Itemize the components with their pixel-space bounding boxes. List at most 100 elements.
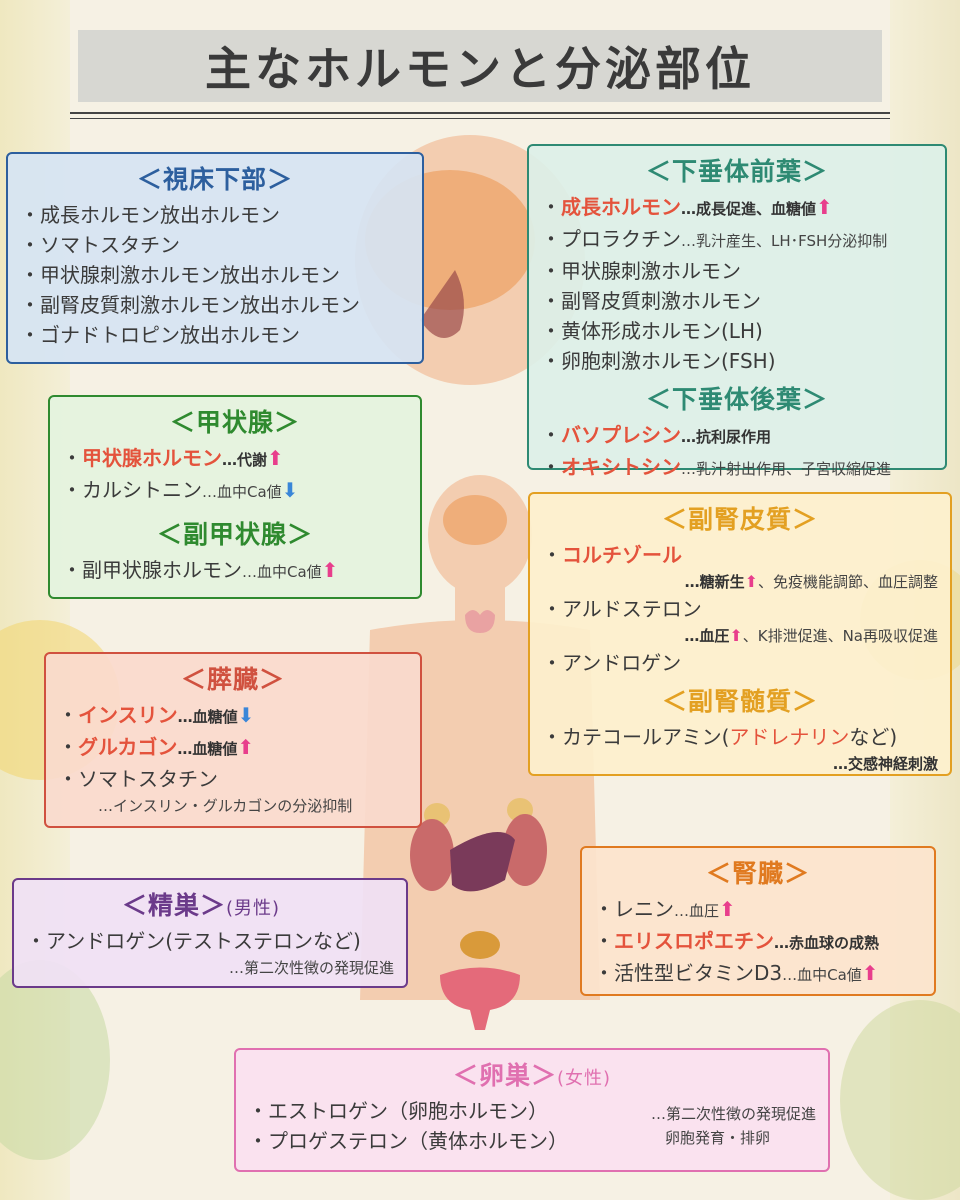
testis-heading-row: ＜精巣＞(男性) [26, 886, 394, 922]
list-item: ・グルカゴン…血糖値⬆ [58, 735, 255, 759]
ovary-content: ・エストロゲン（卵胞ホルモン） ・プロゲステロン（黄体ホルモン） …第二次性徴の… [248, 1096, 816, 1156]
list-item: ・甲状腺刺激ホルモン [541, 259, 741, 283]
list-item: ・成長ホルモン…成長促進、血糖値⬆ [541, 195, 833, 219]
list-item: ・オキシトシン…乳汁射出作用、子宮収縮促進 [541, 455, 892, 479]
list-item: ・インスリン…血糖値⬇ [58, 703, 255, 727]
hormone-name: グルカゴン [78, 735, 178, 759]
kidney-box: ＜腎臓＞ ・レニン…血圧⬆ ・エリスロポエチン…赤血球の成熟 ・活性型ビタミンD… [580, 846, 936, 996]
list-item: ・ゴナドトロピン放出ホルモン [20, 323, 300, 347]
list-item: ・コルチゾール [542, 543, 682, 567]
list-item: ・カテコールアミン(アドレナリンなど) [542, 725, 898, 749]
hormone-effect: …血圧⬆、K排泄促進、Na再吸収促進 [684, 626, 938, 645]
list-item: ・黄体形成ホルモン(LH) [541, 319, 763, 343]
hormone-name: バソプレシン [561, 423, 681, 447]
hormone-name: ソマトスタチン [78, 767, 218, 791]
hormone-effect: …第二次性徴の発現促進 [228, 959, 394, 977]
list-item: ・活性型ビタミンD3…血中Ca値⬆ [594, 961, 879, 985]
testis-box: ＜精巣＞(男性) ・アンドロゲン(テストステロンなど) …第二次性徴の発現促進 [12, 878, 408, 988]
pituitary-box: ＜下垂体前葉＞ ・成長ホルモン…成長促進、血糖値⬆ ・プロラクチン…乳汁産生、L… [527, 144, 947, 479]
background-leaf [0, 960, 110, 1160]
list-item: ・エリスロポエチン…赤血球の成熟 [594, 929, 880, 953]
kidney-right [503, 814, 547, 886]
list-item: ・甲状腺ホルモン…代謝⬆ [62, 446, 284, 470]
hormone-name: カルシトニン [82, 478, 202, 502]
hormone-name: 活性型ビタミンD3 [614, 961, 783, 985]
hormone-effect: …糖新生⬆、免疫機能調節、血圧調整 [684, 572, 938, 591]
list-item: ・バソプレシン…抗利尿作用 [541, 423, 772, 447]
title-underline [70, 118, 890, 119]
hormone-effect: …血圧 [674, 902, 720, 920]
list-item: ・プロラクチン…乳汁産生、LH･FSH分泌抑制 [541, 227, 888, 251]
ovary-heading-row: ＜卵巣＞(女性) [248, 1056, 816, 1092]
hormone-name: 甲状腺ホルモン [82, 446, 222, 470]
parathyroid-heading: ＜副甲状腺＞ [156, 520, 313, 549]
list-item: ・成長ホルモン放出ホルモン [20, 203, 280, 227]
hormone-effect: …成長促進、血糖値 [681, 200, 817, 218]
kidney-left [410, 819, 454, 891]
list-item: ・副腎皮質刺激ホルモン放出ホルモン [20, 293, 360, 317]
list-item: ・ソマトスタチン [58, 767, 218, 791]
list-item: ・アンドロゲン [542, 651, 682, 675]
arrow-down-icon: ⬇ [281, 478, 299, 502]
hormone-effect: …第二次性徴の発現促進 [650, 1105, 816, 1123]
brain-small [443, 495, 507, 545]
hormone-effect: …血糖値 [177, 708, 238, 726]
hormone-effect: …血糖値 [177, 740, 238, 758]
hormone-name: インスリン [78, 703, 178, 727]
hormone-effect: …抗利尿作用 [681, 428, 772, 446]
hypothalamus-heading: ＜視床下部＞ [136, 165, 293, 194]
adrenal-box: ＜副腎皮質＞ ・コルチゾール …糖新生⬆、免疫機能調節、血圧調整 ・アルドステロ… [528, 492, 952, 776]
hormone-name: 副甲状腺ホルモン [82, 558, 242, 582]
sex-label: (女性) [556, 1068, 612, 1089]
list-item: ・エストロゲン（卵胞ホルモン） [248, 1099, 548, 1123]
hormone-effect: …赤血球の成熟 [774, 934, 880, 952]
testis-heading: ＜精巣＞ [122, 891, 227, 920]
hormone-effect: …血中Ca値 [202, 483, 282, 501]
pituitary-stalk [420, 270, 464, 338]
list-item: ・副甲状腺ホルモン…血中Ca値⬆ [62, 558, 339, 582]
hormone-effect: …乳汁産生、LH･FSH分泌抑制 [681, 232, 888, 250]
hormone-effect: …乳汁射出作用、子宮収縮促進 [681, 460, 892, 478]
ovary-notes: …第二次性徴の発現促進 卵胞発育・排卵 [651, 1096, 816, 1156]
title-banner: 主なホルモンと分泌部位 [78, 30, 882, 102]
hormone-name: アンドロゲン [562, 651, 682, 675]
testis-organ [460, 931, 500, 959]
page-title: 主なホルモンと分泌部位 [205, 42, 755, 96]
arrow-up-icon: ⬆ [816, 195, 833, 219]
hormone-name: エリスロポエチン [614, 929, 774, 953]
ovary-box: ＜卵巣＞(女性) ・エストロゲン（卵胞ホルモン） ・プロゲステロン（黄体ホルモン… [234, 1048, 830, 1172]
hormone-name: プロラクチン [561, 227, 681, 251]
adrenal-medulla-heading: ＜副腎髄質＞ [661, 687, 818, 716]
uterus-organ [440, 967, 520, 1030]
arrow-up-icon: ⬆ [237, 735, 255, 759]
list-item: ・プロゲステロン（黄体ホルモン） [248, 1129, 568, 1153]
list-item: ・ソマトスタチン [20, 233, 180, 257]
ovary-heading: ＜卵巣＞ [452, 1061, 557, 1090]
hormone-effect: …血中Ca値 [782, 966, 862, 984]
hormone-name: アドレナリン [729, 725, 850, 749]
arrow-up-icon: ⬆ [267, 446, 284, 470]
hormone-name: アルドステロン [562, 597, 702, 621]
list-item: ・カルシトニン…血中Ca値⬇ [62, 478, 299, 502]
list-item: ・アンドロゲン(テストステロンなど) [26, 929, 361, 953]
hormone-effect: …交感神経刺激 [832, 755, 938, 773]
list-item: ・卵胞刺激ホルモン(FSH) [541, 349, 776, 373]
hormone-name: 黄体形成ホルモン(LH) [561, 319, 763, 343]
pituitary-posterior-heading: ＜下垂体後葉＞ [645, 385, 828, 414]
pancreas-organ [450, 832, 515, 892]
hormone-effect: …血中Ca値 [242, 563, 322, 581]
list-item: ・レニン…血圧⬆ [594, 897, 736, 921]
pancreas-box: ＜膵臓＞ ・インスリン…血糖値⬇ ・グルカゴン…血糖値⬆ ・ソマトスタチン …イ… [44, 652, 422, 828]
arrow-down-icon: ⬇ [237, 703, 255, 727]
thyroid-heading: ＜甲状腺＞ [169, 408, 300, 437]
list-item: ・アルドステロン [542, 597, 702, 621]
hormone-effect: …代謝 [222, 451, 268, 469]
thyroid-box: ＜甲状腺＞ ・甲状腺ホルモン…代謝⬆ ・カルシトニン…血中Ca値⬇ ＜副甲状腺＞… [48, 395, 422, 599]
hormone-name: オキシトシン [561, 455, 681, 479]
pituitary-anterior-heading: ＜下垂体前葉＞ [645, 157, 828, 186]
hormone-name: コルチゾール [562, 543, 682, 567]
list-item: ・甲状腺刺激ホルモン放出ホルモン [20, 263, 340, 287]
kidney-heading: ＜腎臓＞ [705, 859, 810, 888]
hormone-name: 甲状腺刺激ホルモン [561, 259, 741, 283]
hypothalamus-box: ＜視床下部＞ ・成長ホルモン放出ホルモン ・ソマトスタチン ・甲状腺刺激ホルモン… [6, 152, 424, 364]
